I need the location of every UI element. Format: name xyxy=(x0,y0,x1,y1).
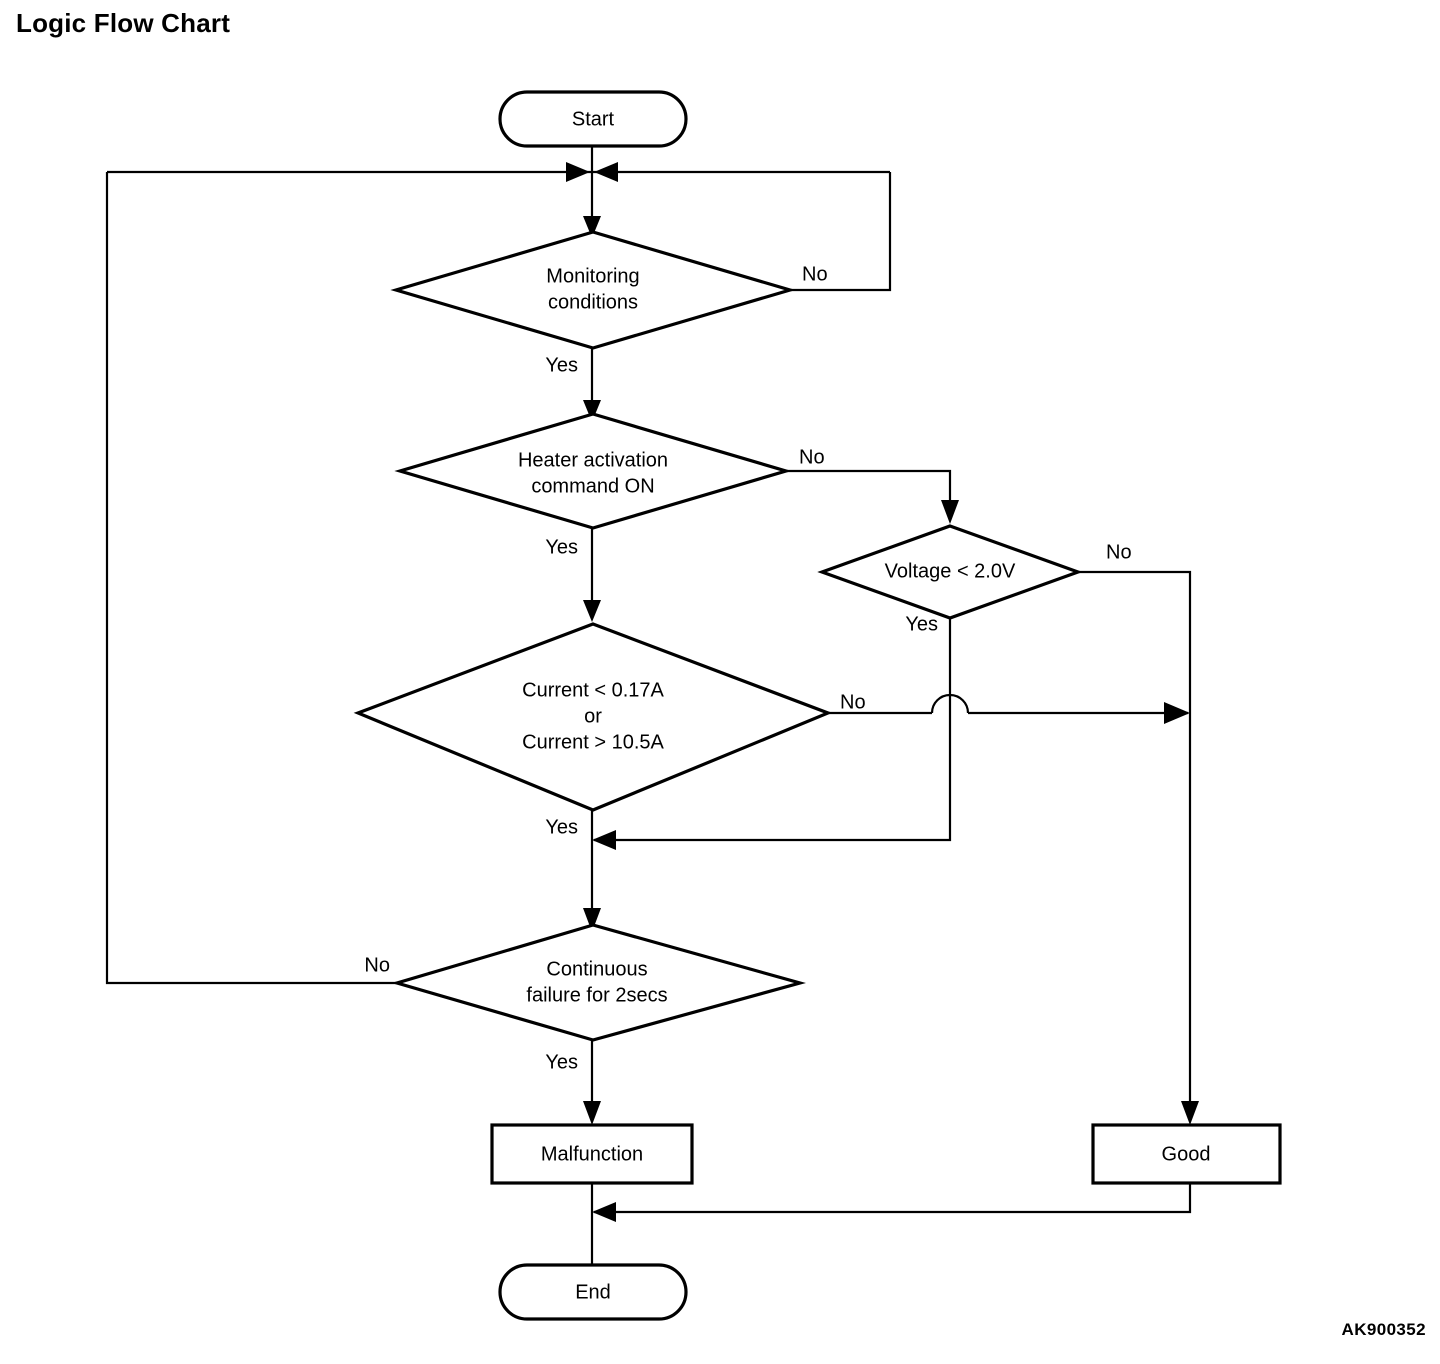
arrowhead-current-yes xyxy=(583,908,601,932)
edge-label-monitoring-no: No xyxy=(802,263,828,285)
malfunction-label: Malfunction xyxy=(541,1143,643,1165)
node-start[interactable]: Start xyxy=(498,90,688,148)
node-malfunction[interactable]: Malfunction xyxy=(490,1123,694,1185)
arrowhead-current-no xyxy=(1164,702,1190,724)
end-label: End xyxy=(575,1281,611,1303)
edge-label-current-yes: Yes xyxy=(545,816,578,838)
continuous-decision-shape xyxy=(391,923,806,1042)
arrowhead-good-to-end xyxy=(592,1202,616,1222)
edge-label-heater-yes: Yes xyxy=(545,536,578,558)
arrowhead-heater-no xyxy=(941,500,959,524)
node-current-threshold[interactable]: Current < 0.17A or Current > 10.5A xyxy=(353,622,833,812)
edge-label-current-no: No xyxy=(840,691,866,713)
arrowhead-loop-right-into-join xyxy=(594,162,618,182)
continuous-label-line1: Continuous xyxy=(546,958,647,980)
node-voltage-threshold[interactable]: Voltage < 2.0V xyxy=(817,524,1083,620)
good-box-shape xyxy=(1091,1123,1282,1185)
start-terminator-shape xyxy=(498,90,688,148)
edge-label-continuous-no: No xyxy=(364,954,390,976)
figure-code-label: AK900352 xyxy=(1341,1320,1426,1339)
current-label-line2: or xyxy=(584,705,602,727)
malfunction-box-shape xyxy=(490,1123,694,1185)
voltage-decision-shape xyxy=(817,524,1083,620)
node-heater-activation[interactable]: Heater activation command ON xyxy=(394,412,792,530)
page-title: Logic Flow Chart xyxy=(16,8,231,38)
arrowhead-start-to-monitoring xyxy=(583,216,601,238)
node-continuous-failure[interactable]: Continuous failure for 2secs xyxy=(391,923,806,1042)
edge-heater-no xyxy=(786,469,952,512)
node-monitoring-conditions[interactable]: Monitoring conditions xyxy=(390,230,796,350)
arrowhead-monitoring-yes xyxy=(583,400,601,422)
arrowhead-voltage-yes xyxy=(592,830,616,850)
edge-label-voltage-no: No xyxy=(1106,541,1132,563)
arrowhead-loop-left-into-join xyxy=(566,162,590,182)
edge-label-heater-no: No xyxy=(799,446,825,468)
monitoring-label-line1: Monitoring xyxy=(546,265,639,287)
start-label: Start xyxy=(572,108,615,130)
end-terminator-shape xyxy=(498,1263,688,1321)
edge-label-continuous-yes: Yes xyxy=(545,1051,578,1073)
current-label-line1: Current < 0.17A xyxy=(522,679,664,701)
heater-decision-shape xyxy=(394,412,792,530)
current-decision-shape xyxy=(353,622,833,812)
edge-label-voltage-yes: Yes xyxy=(905,613,938,635)
monitoring-label-line2: conditions xyxy=(548,291,638,313)
heater-label-line1: Heater activation xyxy=(518,449,668,471)
heater-label-line2: command ON xyxy=(531,475,654,497)
good-label: Good xyxy=(1162,1143,1211,1165)
edge-label-monitoring-yes: Yes xyxy=(545,354,578,376)
line-hop-icon xyxy=(930,693,970,714)
edge-good-to-end xyxy=(594,1183,1192,1214)
edge-continuous-no xyxy=(105,172,397,985)
monitoring-decision-shape xyxy=(390,230,796,350)
arrowhead-heater-yes xyxy=(583,600,601,622)
current-label-line3: Current > 10.5A xyxy=(522,731,664,753)
edge-voltage-no xyxy=(1078,570,1192,1114)
edge-monitoring-no xyxy=(790,172,892,292)
node-good[interactable]: Good xyxy=(1091,1123,1282,1185)
arrowhead-voltage-no xyxy=(1181,1101,1199,1125)
arrowhead-continuous-yes xyxy=(583,1101,601,1125)
node-end[interactable]: End xyxy=(498,1263,688,1321)
continuous-label-line2: failure for 2secs xyxy=(526,984,667,1006)
voltage-label: Voltage < 2.0V xyxy=(885,560,1016,582)
edge-voltage-yes xyxy=(594,618,952,842)
